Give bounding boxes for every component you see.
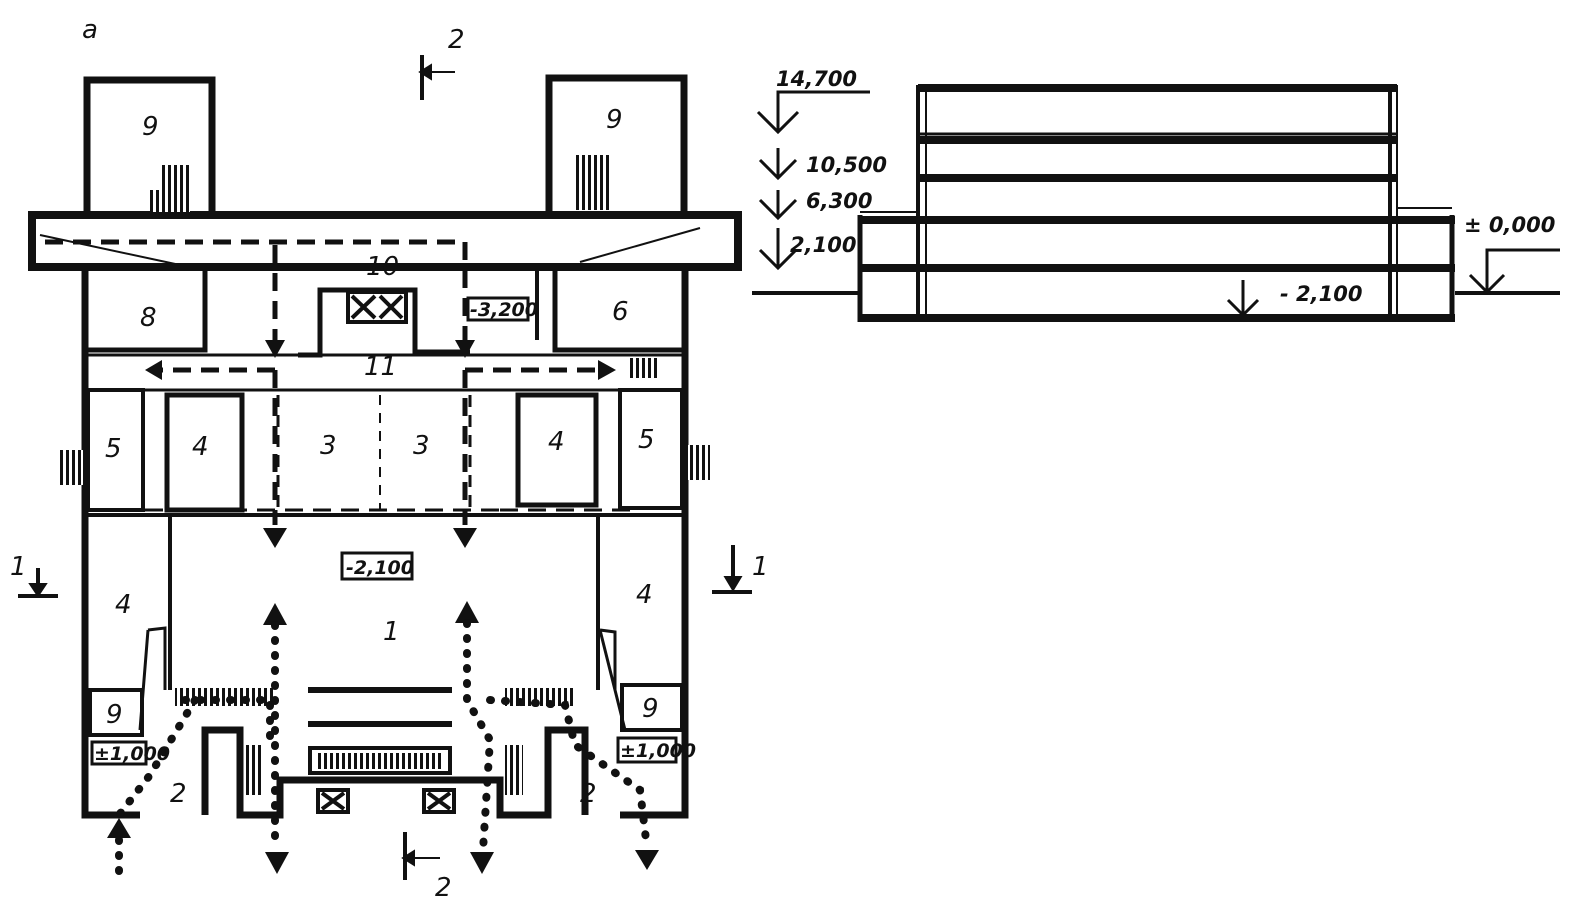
room-9-bottom-right	[620, 683, 684, 732]
room-label-3-right: 3	[413, 431, 430, 461]
room-label-9-bottom-left: 9	[106, 700, 123, 730]
room-labels: 1 2 2 3 3 4 4 4 4 5 5 6 8 9 9 9 9 10 11	[105, 105, 659, 809]
level-box-upper-right: -3,200	[470, 299, 538, 321]
stair-hatching	[58, 155, 710, 795]
room-label-8: 8	[140, 303, 157, 333]
section-mark-2-top: 2	[448, 25, 465, 55]
lift-symbols	[316, 290, 456, 814]
room-label-10: 10	[366, 252, 399, 282]
flow-dashed	[45, 239, 640, 525]
level-label-basement: - 2,100	[1280, 282, 1362, 306]
entrance-wall-bottom	[201, 726, 589, 819]
room-8-walls	[85, 267, 208, 353]
stair-tower-left	[83, 76, 216, 219]
level-box-bottom-left: ±1,000	[94, 743, 170, 765]
section-marks	[18, 55, 752, 880]
figure-label: a	[82, 15, 98, 45]
upper-corridor	[28, 211, 742, 271]
building-section	[752, 84, 1560, 322]
level-label-10500: 10,500	[806, 153, 887, 177]
outer-wall-right	[620, 267, 689, 819]
room-label-3-left: 3	[320, 431, 337, 461]
floor-plan	[28, 74, 742, 819]
plan-level-boxes: -2,100 -3,200 ±1,000 ±1,000	[90, 296, 696, 766]
room-label-11: 11	[364, 352, 397, 382]
room-label-4-mid-right: 4	[636, 580, 653, 610]
room-label-9-top-right: 9	[606, 105, 623, 135]
section-mark-2-bottom: 2	[435, 873, 452, 903]
section-mark-1-left: 1	[10, 552, 27, 582]
level-label-14700: 14,700	[776, 67, 857, 91]
room-4-upper-right	[515, 392, 599, 508]
room-label-6: 6	[612, 297, 629, 327]
room-label-4-top-right: 4	[548, 427, 565, 457]
flow-dotted	[115, 619, 651, 884]
room-5-right	[618, 388, 684, 510]
stair-tower-right	[545, 74, 688, 219]
level-label-ground: ± 0,000	[1464, 213, 1555, 237]
room-label-5-left: 5	[105, 434, 122, 464]
level-label-2100: 2,100	[790, 233, 856, 257]
room-5-left	[86, 388, 145, 512]
room-label-1: 1	[383, 617, 400, 647]
level-labels: 14,700 10,500 6,300 2,100 ± 0,000 - 2,10…	[776, 67, 1555, 306]
level-box-bottom-right: ±1,000	[620, 740, 696, 762]
arrow-heads	[107, 340, 659, 874]
level-label-6300: 6,300	[806, 189, 872, 213]
room-label-9-bottom-right: 9	[642, 694, 659, 724]
section-mark-1-right: 1	[752, 552, 769, 582]
room-6-walls	[552, 267, 685, 353]
room-label-9-top-left: 9	[142, 112, 159, 142]
level-box-center: -2,100	[346, 557, 414, 579]
room-label-2-left: 2	[170, 779, 187, 809]
room-label-4-top-left: 4	[192, 432, 209, 462]
level-markers	[756, 90, 1560, 318]
room-label-5-right: 5	[638, 425, 655, 455]
room-label-2-right: 2	[580, 779, 597, 809]
room-label-4-mid-left: 4	[115, 590, 132, 620]
